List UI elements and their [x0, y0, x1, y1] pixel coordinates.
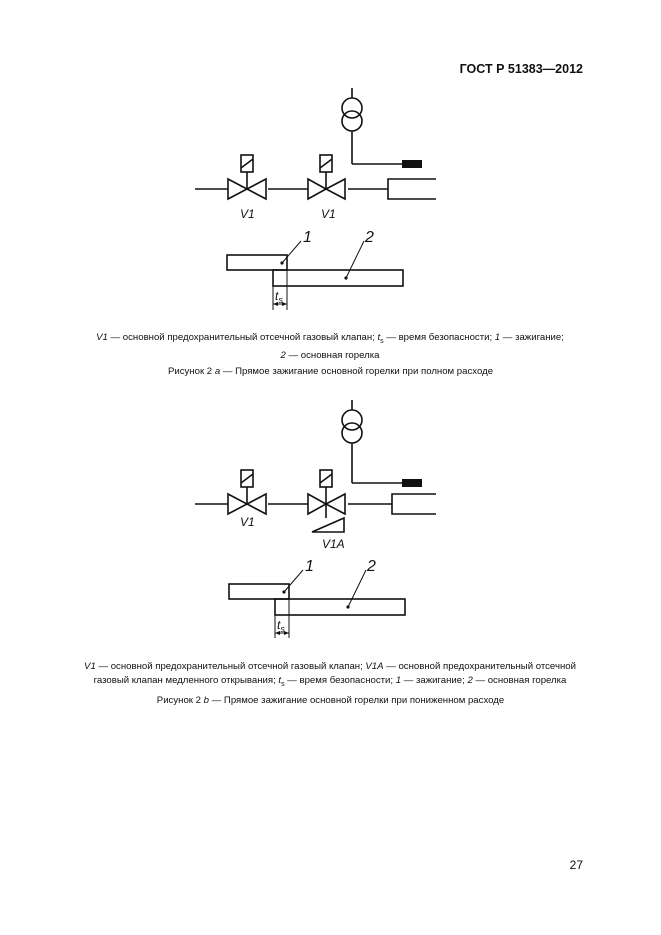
legend-text: газовый клапан медленного открывания;: [93, 675, 279, 686]
valve-label: V1A: [322, 537, 345, 551]
ignition-bar: [226, 254, 288, 271]
ignition-bar: [228, 583, 290, 600]
valve-label: V1: [240, 207, 255, 221]
legend-symbol: 1: [395, 675, 402, 686]
solenoid-valve-icon: [307, 154, 346, 201]
ignition-label: 1: [305, 558, 314, 575]
legend-symbol: V1: [84, 661, 96, 672]
legend-text: — зажигание;: [500, 332, 564, 343]
valve-label: V1: [321, 207, 336, 221]
burner-bar: [272, 269, 404, 287]
legend-text: — время безопасности;: [284, 675, 396, 686]
document-id: ГОСТ Р 51383—2012: [459, 62, 583, 76]
figure-b-legend: V1 — основной предохранительный отсечной…: [60, 660, 600, 692]
figure-a-diagram: V1 V1 1 2 ts: [0, 88, 661, 318]
legend-symbol: t: [278, 675, 282, 686]
page-number: 27: [569, 858, 583, 872]
legend-text: — время безопасности;: [383, 332, 495, 343]
figure-a-legend: V1 — основной предохранительный отсечной…: [60, 331, 600, 363]
legend-text: — основная горелка: [472, 675, 567, 686]
burner-icon: [391, 493, 436, 515]
legend-text: — основной предохранительный отсечной га…: [95, 661, 366, 672]
safety-time-label: ts: [275, 289, 283, 305]
burner-label: 2: [364, 229, 374, 246]
legend-subscript: s: [380, 337, 384, 345]
burner-label: 2: [366, 558, 376, 575]
legend-text: — основной предохранительный отсечной га…: [107, 332, 378, 343]
figure-a-caption: Рисунок 2 a — Прямое зажигание основной …: [167, 366, 494, 377]
solenoid-valve-icon: [227, 469, 267, 516]
legend-symbol: 2: [467, 675, 473, 686]
legend-text: — основная горелка: [285, 349, 380, 361]
safety-time-label: ts: [277, 618, 285, 634]
ignition-transformer-icon: [341, 88, 422, 168]
figure-b-diagram: V1 V1A 1 2 ts: [0, 400, 661, 640]
burner-icon: [387, 178, 436, 200]
legend-subscript: s: [281, 680, 285, 688]
legend-symbol: V1: [96, 332, 108, 343]
figure-b-caption: Рисунок 2 b — Прямое зажигание основной …: [156, 695, 505, 706]
legend-symbol: 2: [280, 349, 286, 361]
ignition-transformer-icon: [341, 400, 422, 487]
burner-bar: [274, 598, 406, 616]
valve-label: V1: [240, 515, 255, 529]
slow-opening-valve-icon: [307, 469, 346, 533]
legend-text: — зажигание;: [401, 675, 468, 686]
legend-symbol: V1A: [365, 661, 384, 672]
legend-text: — основной предохранительный отсечной: [383, 661, 576, 672]
legend-symbol: t: [377, 332, 381, 343]
solenoid-valve-icon: [227, 154, 267, 201]
legend-symbol: 1: [494, 332, 501, 343]
ignition-label: 1: [303, 229, 312, 246]
